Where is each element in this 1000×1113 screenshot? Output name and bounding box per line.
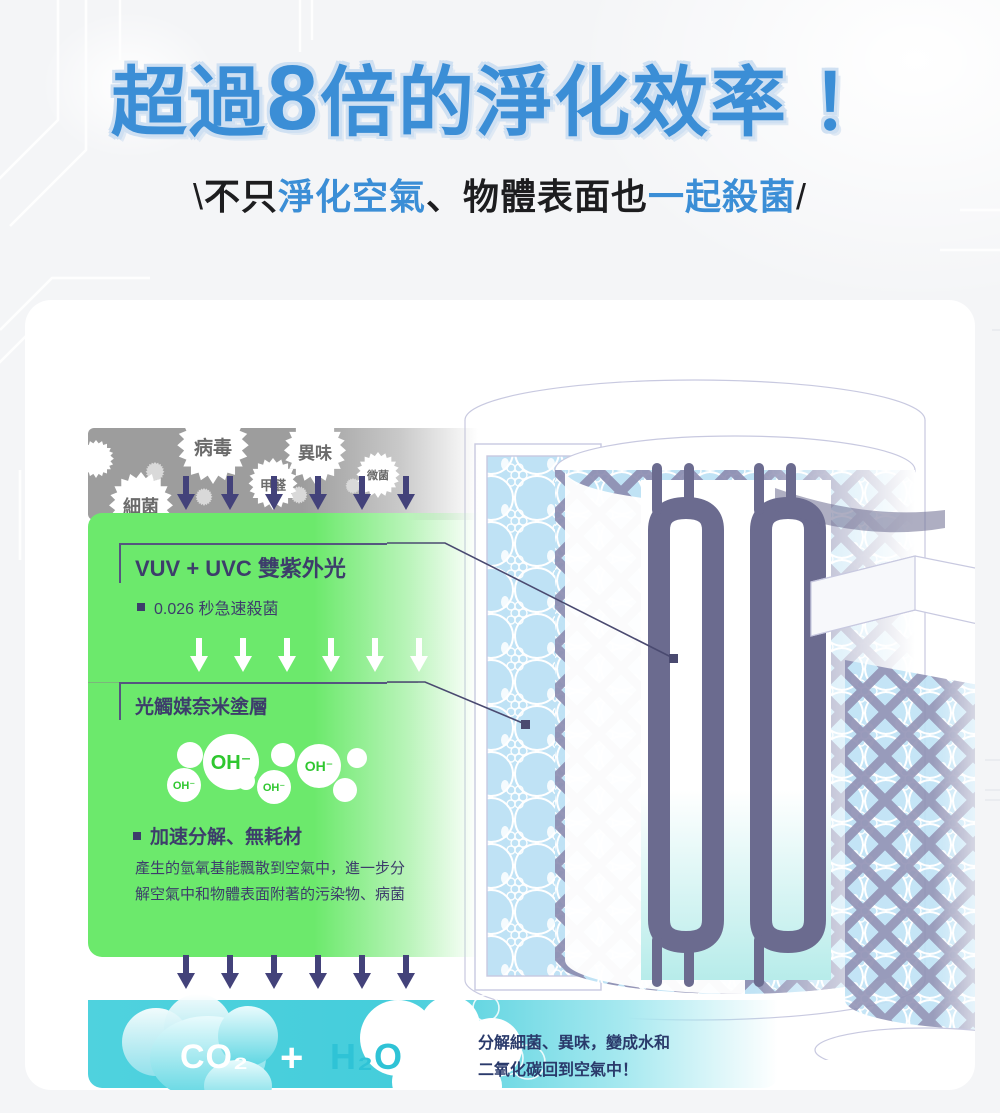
plus-sign: + [280, 1036, 304, 1080]
stage2-bullet-text: 加速分解、無耗材 [150, 827, 303, 848]
down-arrow-icon [366, 638, 384, 672]
down-arrow-icon [265, 955, 283, 989]
stage2-bracket [119, 682, 387, 720]
down-arrow-icon [353, 955, 371, 989]
h2o-cloud [360, 996, 522, 1090]
bubble-dot [333, 778, 357, 802]
down-arrow-icon [278, 638, 296, 672]
down-arrow-icon [234, 638, 252, 672]
down-arrow-icon [190, 638, 208, 672]
filter-illustration [445, 360, 975, 1073]
header: 超過8倍的淨化效率 ！ \不只淨化空氣、物體表面也一起殺菌/ [0, 0, 1000, 220]
down-arrow-icon [397, 476, 415, 510]
down-arrow-icon [177, 955, 195, 989]
background-glow-left [40, 10, 220, 160]
decorative-rings [472, 994, 546, 1080]
stage2-title: 光觸媒奈米塗層 [135, 697, 269, 718]
subtitle-part-2: 、物體表面也 [426, 176, 649, 217]
oh-ion-bubble-small: OH⁻ [257, 770, 291, 804]
down-arrow-icon [265, 476, 283, 510]
output-clouds [122, 994, 546, 1090]
stage1-bullet: 0.026 秒急速殺菌 [137, 595, 279, 619]
arrow-row-into-output [177, 955, 415, 989]
output-caption: 分解細菌、異味，變成水和 二氧化碳回到空氣中！ [478, 1030, 670, 1084]
callout-leader-lines [387, 542, 678, 729]
down-arrow-icon [309, 476, 327, 510]
oh-ion-bubble-medium: OH⁻ [297, 744, 341, 788]
leader-endpoint-uv [669, 654, 678, 663]
subtitle-highlight-1: 淨化空氣 [277, 176, 426, 217]
stage1-title: VUV + UVC 雙紫外光 [135, 556, 346, 581]
stage1-bullet-text: 0.026 秒急速殺菌 [154, 601, 279, 618]
subtitle-slash-close: / [796, 176, 808, 217]
arrow-row-uv-to-coating [190, 638, 428, 672]
oh-ion-bubble-small: OH⁻ [167, 768, 201, 802]
output-caption-line-1: 分解細菌、異味，變成水和 [478, 1035, 671, 1052]
down-arrow-icon [309, 955, 327, 989]
co2-label: CO₂ [180, 1038, 250, 1076]
pollutant-dot [195, 488, 213, 506]
background-glow-right [580, 0, 1000, 300]
headline-suffix: 倍的淨化效率 ！ [320, 61, 890, 146]
pollutant-dot [345, 478, 361, 494]
bullet-square-icon [133, 831, 141, 840]
oh-ion-bubble-large: OH⁻ [203, 734, 259, 790]
h2o-label: H₂O [330, 1036, 403, 1077]
headline-prefix: 超過 [110, 61, 267, 146]
bubble-dot [271, 743, 295, 767]
leader-endpoint-coating [521, 720, 530, 729]
bullet-square-icon [137, 603, 145, 611]
down-arrow-icon [410, 638, 428, 672]
diagram-card: 病毒 異味 微菌 甲醛 細菌 VUV + UVC 雙紫外光 0.026 秒急速殺… [25, 300, 975, 1090]
bubble-dot [177, 742, 203, 768]
co2-cloud [122, 994, 278, 1090]
bubble-dot [347, 748, 367, 768]
green-process-panel [88, 513, 478, 957]
output-caption-line-2: 二氧化碳回到空氣中！ [478, 1062, 639, 1080]
stage1-bracket [119, 543, 387, 583]
headline-number: 8 [266, 47, 321, 149]
down-arrow-icon [322, 638, 340, 672]
down-arrow-icon [221, 476, 239, 510]
down-arrow-icon [397, 955, 415, 989]
subtitle-highlight-2: 一起殺菌 [648, 176, 797, 217]
down-arrow-icon [177, 476, 195, 510]
down-arrow-icon [353, 476, 371, 510]
subtitle-slash-open: \ [192, 176, 204, 217]
stage2-description: 產生的氫氧基能飄散到空氣中，進一步分解空氣中和物體表面附著的污染物、病菌 [135, 860, 406, 904]
subtitle-part-1: 不只 [203, 176, 278, 217]
down-arrow-icon [221, 955, 239, 989]
page-title: 超過8倍的淨化效率 ！ [0, 0, 1000, 144]
stage2-bullet: 加速分解、無耗材 [133, 822, 302, 849]
page-subtitle: \不只淨化空氣、物體表面也一起殺菌/ [0, 168, 1000, 220]
arrow-row-into-uv [177, 476, 415, 510]
